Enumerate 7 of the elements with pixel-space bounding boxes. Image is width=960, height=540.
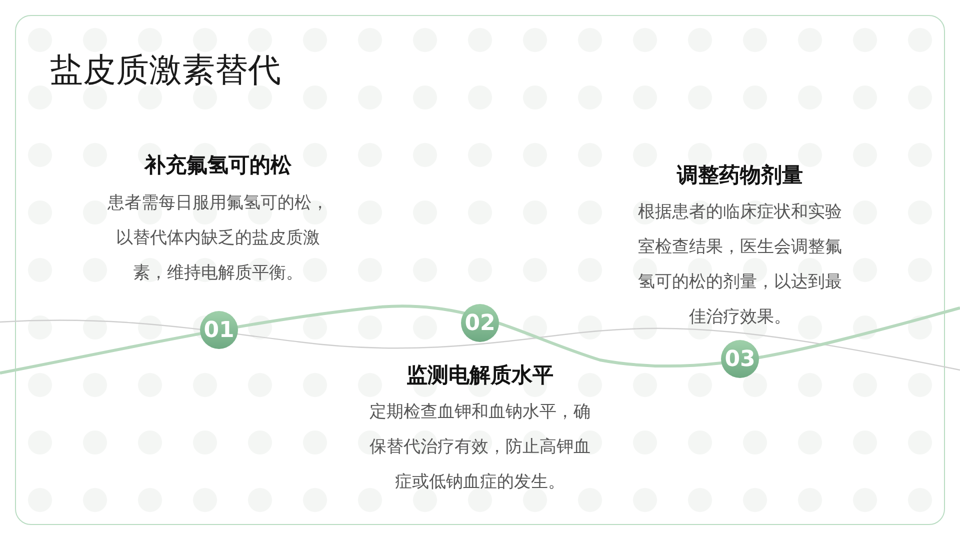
slide-title: 盐皮质激素替代 <box>50 49 281 91</box>
step-heading: 调整药物剂量 <box>676 162 804 189</box>
step-description: 定期检查血钾和血钠水平，确保替代治疗有效，防止高钾血症或低钠血症的发生。 <box>368 401 592 494</box>
step-heading: 补充氟氢可的松 <box>143 152 292 179</box>
step-description: 患者需每日服用氟氢可的松，以替代体内缺乏的盐皮质激素，维持电解质平衡。 <box>106 192 330 285</box>
step-heading: 监测电解质水平 <box>406 362 554 389</box>
step-description: 根据患者的临床症状和实验室检查结果，医生会调整氟氢可的松的剂量，以达到最佳治疗效果。 <box>637 201 843 329</box>
